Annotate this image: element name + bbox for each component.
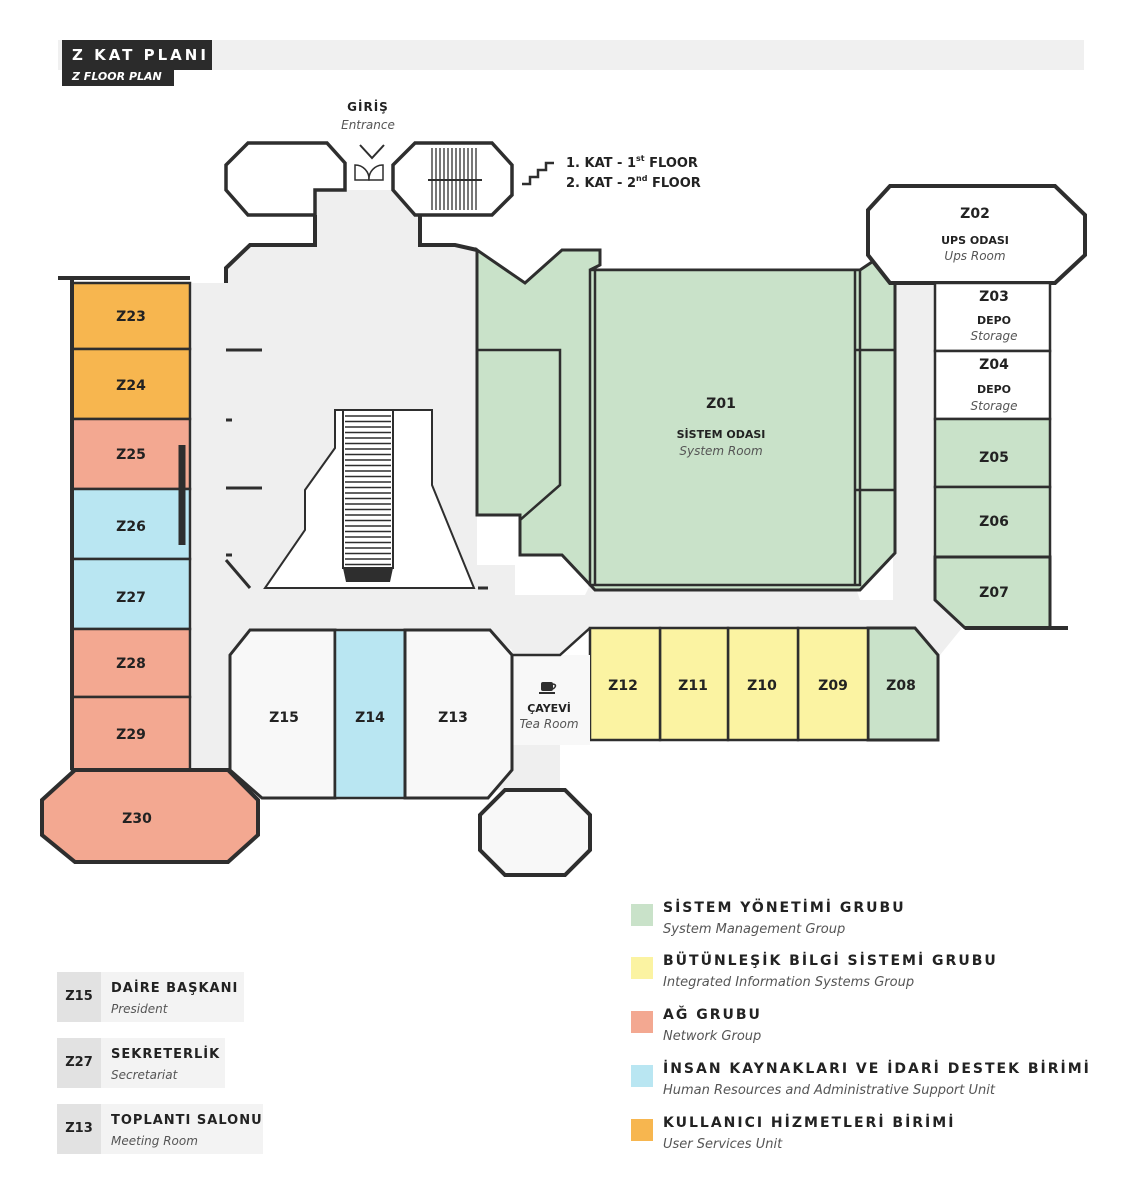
key-item-secretariat: Z27 SEKRETERLİK Secretariat [57,1038,225,1088]
legend-title: BÜTÜNLEŞİK BİLGİ SİSTEMİ GRUBU [663,953,998,969]
room-z12[interactable] [588,626,662,742]
room-label: Z27 [116,590,146,606]
page-subtitle: Z FLOOR PLAN [62,67,174,86]
legend-subtitle: Network Group [663,1029,762,1044]
key-title: TOPLANTI SALONU [111,1113,263,1128]
room-z13[interactable] [403,628,514,800]
south-lobby [478,788,592,877]
room-label: Z10 [747,678,777,694]
room-name-en: Storage [971,399,1018,413]
room-label: Z09 [818,678,848,694]
floor-link-2[interactable]: 2. KAT - 2nd FLOOR [566,174,701,191]
header-bar [58,40,1084,70]
entrance-door-icon[interactable] [354,164,384,181]
key-subtitle: President [111,1002,168,1016]
legend-title: AĞ GRUBU [663,1007,762,1023]
room-z10[interactable] [726,626,800,742]
key-code: Z13 [57,1104,101,1154]
room-label: Z28 [116,656,146,672]
room-z05[interactable] [933,417,1052,489]
key-title: DAİRE BAŞKANI [111,981,239,996]
coffee-cup-icon [539,682,557,694]
central-stair [263,409,476,589]
corridor [192,190,962,790]
key-title: SEKRETERLİK [111,1047,221,1062]
room-z26[interactable] [70,487,192,561]
room-z30[interactable] [40,768,260,864]
room-label: Z14 [355,710,385,726]
room-name: UPS ODASI [941,234,1009,247]
room-name: DEPO [977,314,1011,327]
room-label: Z01 [706,396,736,412]
room-label: Z02 [960,206,990,222]
room-label: Z15 [269,710,299,726]
legend-swatch [631,957,653,979]
room-name: ÇAYEVİ [527,701,571,715]
key-item-meeting-room: Z13 TOPLANTI SALONU Meeting Room [57,1104,263,1154]
room-z25[interactable] [70,417,192,491]
room-label: Z29 [116,727,146,743]
legend-subtitle: System Management Group [663,922,846,937]
room-z02[interactable] [866,184,1087,285]
room-name: SİSTEM ODASI [677,427,766,441]
room-label: Z30 [122,811,152,827]
room-name-en: System Room [679,444,762,458]
legend-title: SİSTEM YÖNETİMİ GRUBU [663,900,906,916]
legend-title: İNSAN KAYNAKLARI VE İDARİ DESTEK BİRİMİ [663,1061,1091,1077]
room-z03[interactable] [933,281,1052,353]
legend-subtitle: Human Resources and Administrative Suppo… [663,1083,995,1098]
room-label: Z12 [608,678,638,694]
legend-title: KULLANICI HİZMETLERİ BİRİMİ [663,1115,956,1131]
room-label: Z23 [116,309,146,325]
legend-swatch [631,1065,653,1087]
key-item-president: Z15 DAİRE BAŞKANI President [57,972,244,1022]
room-z06[interactable] [933,485,1052,559]
outer-walls [224,215,478,283]
room-label: Z08 [886,678,916,694]
page-title: Z KAT PLANI [62,40,212,70]
room-name: DEPO [977,383,1011,396]
room-label: Z06 [979,514,1009,530]
legend-subtitle: User Services Unit [663,1137,783,1152]
room-name-en: Tea Room [519,717,578,731]
key-subtitle: Meeting Room [111,1134,198,1148]
room-label: Z24 [116,378,146,394]
room-label: Z04 [979,357,1009,373]
key-code: Z27 [57,1038,101,1088]
room-name-en: Ups Room [944,249,1005,263]
room-name-en: Storage [971,329,1018,343]
room-label: Z05 [979,450,1009,466]
room-z01[interactable] [475,247,897,592]
room-label: Z26 [116,519,146,535]
legend-subtitle: Integrated Information Systems Group [663,975,915,990]
room-z04[interactable] [933,349,1052,421]
key-code: Z15 [57,972,101,1022]
room-tea[interactable] [512,627,591,745]
room-label: Z25 [116,447,146,463]
entrance-label: GİRİŞ [347,99,389,114]
room-label: Z03 [979,289,1009,305]
entrance-arrow-icon [359,144,385,160]
legend-swatch [631,1119,653,1141]
room-label: Z07 [979,585,1009,601]
legend-swatch [631,1011,653,1033]
floor-link-1[interactable]: 1. KAT - 1st FLOOR [566,154,698,171]
staircase-icon [522,161,554,186]
room-z23[interactable] [70,281,192,351]
legend-swatch [631,904,653,926]
room-label: Z11 [678,678,708,694]
key-subtitle: Secretariat [111,1068,178,1082]
room-z09[interactable] [796,626,870,742]
room-label: Z13 [438,710,468,726]
entrance-label-en: Entrance [341,118,395,132]
